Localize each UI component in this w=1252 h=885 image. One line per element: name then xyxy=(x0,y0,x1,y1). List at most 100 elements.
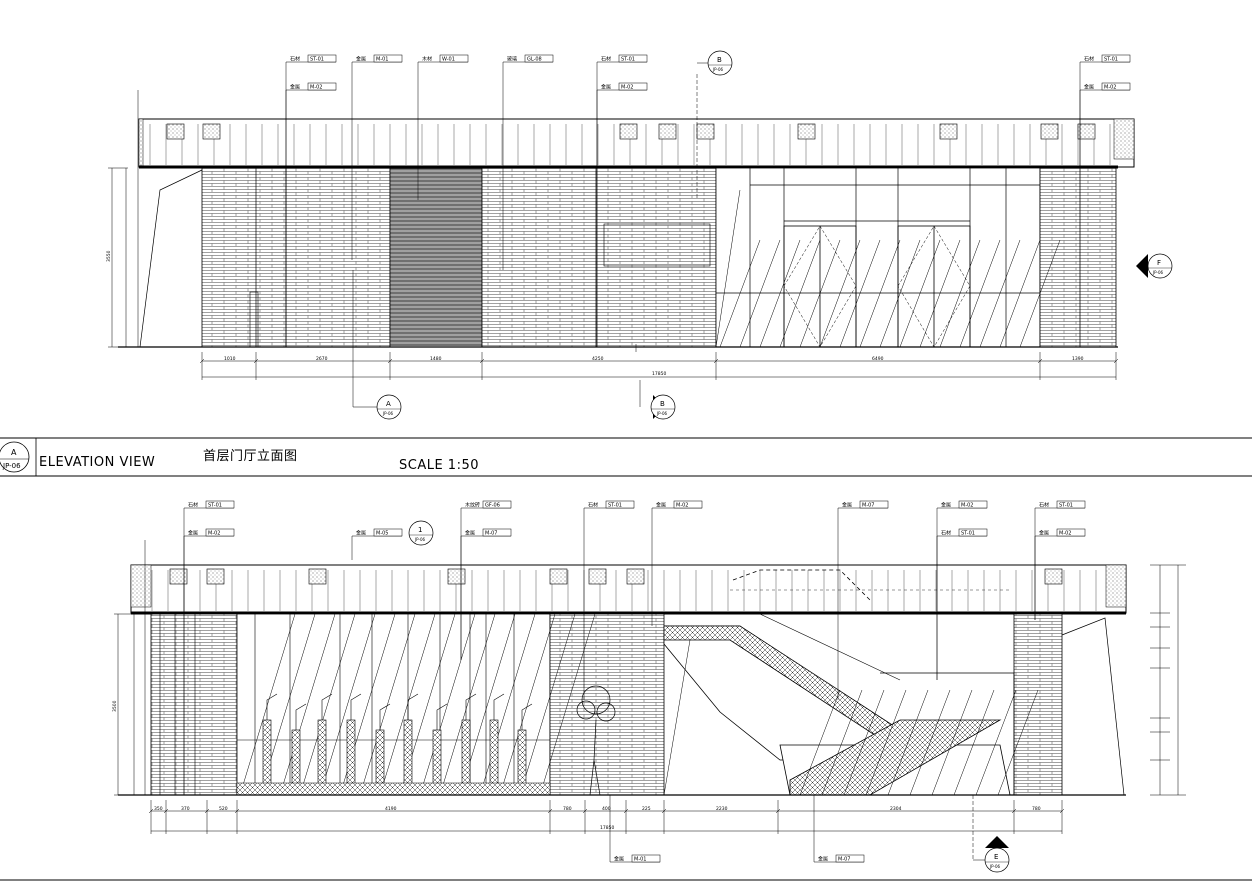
top-tag-code-8: M-02 xyxy=(1104,85,1116,91)
column-lamp-arm xyxy=(321,693,333,720)
bottom-total-dim: 17850 xyxy=(600,825,614,831)
top-left-wedge xyxy=(139,169,203,348)
staircase xyxy=(663,569,1015,796)
bottom-dim-7: 2230 xyxy=(716,806,728,812)
reflection-line xyxy=(865,689,907,796)
top-ceiling-beams xyxy=(166,123,1096,140)
top-height-dimension xyxy=(108,90,139,348)
top-ceiling-slats xyxy=(149,124,1111,165)
reflection-line xyxy=(821,689,863,796)
dim-tick xyxy=(1059,808,1065,814)
top-section-bubble-b-upper[interactable]: B JP-06 xyxy=(696,50,733,200)
top-total-dim: 17850 xyxy=(652,371,666,377)
bottom-tag-label-5: 石材 xyxy=(588,502,598,509)
bottom-dim-9: 780 xyxy=(1032,806,1041,812)
ceiling-beam xyxy=(626,568,645,585)
bottom-height-dimension-left xyxy=(114,540,146,796)
dim-tick xyxy=(775,808,781,814)
tag-code-box xyxy=(958,500,988,509)
dim-tick xyxy=(234,808,240,814)
top-tag-code-3: W-01 xyxy=(442,57,455,63)
bottom-height-dimension-text: 3500 xyxy=(112,700,118,712)
reflection-line xyxy=(879,239,921,348)
ceiling-beam xyxy=(1040,123,1059,140)
dim-tick xyxy=(148,808,154,814)
reflection-line xyxy=(719,239,761,348)
reflection-line xyxy=(799,689,841,796)
top-glass-reflections xyxy=(715,189,1061,348)
decor-column xyxy=(489,719,499,786)
reflection-line xyxy=(299,613,356,796)
reflection-line xyxy=(899,239,941,348)
top-wall-wood-panel xyxy=(389,167,483,348)
bottom-dim-1: 370 xyxy=(181,806,190,812)
bottom-ceiling-slats xyxy=(151,570,1097,611)
bottom-tag-label-1: 金属 xyxy=(188,530,198,537)
top-dim-0: 1010 xyxy=(224,356,236,362)
bottom-tag-code-4: M-07 xyxy=(485,531,497,537)
top-bubble-b2-sub: JP-06 xyxy=(712,67,723,72)
reflection-line xyxy=(799,239,841,348)
view-label: ELEVATION VIEW xyxy=(39,455,155,470)
column-lamp-arm xyxy=(465,693,477,720)
decor-column xyxy=(403,719,413,786)
top-section-bubble-b-lower[interactable]: B JP-06 xyxy=(639,380,676,420)
dim-tick xyxy=(713,358,719,364)
top-wall-left-brick xyxy=(201,167,391,348)
column-lamp-arm xyxy=(266,693,278,720)
top-tag-label-4: 玻璃 xyxy=(507,56,517,63)
bottom-bubble-1-sub: JP-06 xyxy=(414,537,425,542)
top-tag-label-5: 石材 xyxy=(601,56,611,63)
bottom-tag-code-8: M-02 xyxy=(1059,531,1071,537)
ceiling-beam xyxy=(1044,568,1063,585)
bottom-dim-2: 520 xyxy=(219,806,228,812)
bottom-tag-code-0: ST-01 xyxy=(208,503,222,509)
decor-column xyxy=(517,729,527,786)
top-wall-mid-brick xyxy=(481,167,717,348)
tag-code-box xyxy=(835,854,865,863)
bottom-tag-label-9: 石材 xyxy=(1039,502,1049,509)
dim-tick xyxy=(253,358,259,364)
top-elevation: 3550 1010 2670 1480 4250 6490 1390 17850… xyxy=(106,50,1173,420)
tag-code-box xyxy=(439,54,469,63)
bottom-tag-code-10: ST-01 xyxy=(961,531,975,537)
ceiling-beam xyxy=(588,568,607,585)
tag-code-box xyxy=(618,54,648,63)
bottom-tag-code-7: M-07 xyxy=(862,503,874,509)
bottom-tag-label-6: 金属 xyxy=(656,502,666,509)
dim-tick xyxy=(623,808,629,814)
bottom-section-bubble-e[interactable]: E JP-06 xyxy=(972,795,1010,873)
reflection-line xyxy=(939,239,981,348)
dim-tick xyxy=(661,808,667,814)
top-tag-label-1: 金属 xyxy=(290,84,300,91)
reflection-line xyxy=(859,239,901,348)
reflection-line xyxy=(379,613,436,796)
ceiling-beam xyxy=(202,123,221,140)
top-bubble-b2-letter: B xyxy=(717,56,722,64)
bottom-tag-label-10: 石材 xyxy=(941,530,951,537)
title-bubble-code: JP-06 xyxy=(2,462,21,470)
top-bubble-b-letter: B xyxy=(660,400,665,408)
top-bubble-b-sub: JP-06 xyxy=(656,411,667,416)
tag-code-box xyxy=(631,854,661,863)
top-dim-5: 1390 xyxy=(1072,356,1084,362)
column-lamp-arm xyxy=(436,703,448,730)
top-section-bubble-f[interactable]: F JP-06 xyxy=(1136,253,1173,279)
bottom-dim-ticks xyxy=(148,800,1065,834)
bottom-tag-code-11: M-02 xyxy=(961,503,973,509)
tag-code-box xyxy=(1056,500,1086,509)
reflection-line xyxy=(319,613,376,796)
top-section-bubble-a[interactable]: A JP-06 xyxy=(352,270,402,420)
tag-code-box xyxy=(482,500,512,509)
bottom-dim-0: 350 xyxy=(154,806,163,812)
ceiling-beam xyxy=(206,568,225,585)
decor-column xyxy=(461,719,471,786)
bottom-section-bubble-1[interactable]: 1 JP-06 xyxy=(408,520,434,546)
